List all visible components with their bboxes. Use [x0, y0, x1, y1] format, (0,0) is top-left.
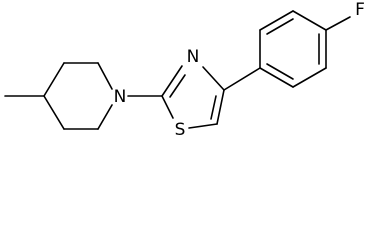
bond-ph-5 [292, 67, 327, 88]
phenyl-ring [259, 10, 327, 88]
piperidine-nitrogen-label: N [114, 87, 127, 107]
bond-s-c2 [161, 95, 174, 119]
bond-n3-c4 [202, 66, 225, 91]
bond-c6-n [97, 104, 113, 130]
thiazole-ring [161, 65, 225, 129]
bond-c3-c4 [43, 62, 65, 97]
sulfur-label: S [175, 120, 186, 140]
bond-thiazole-phenyl [223, 67, 261, 91]
bond-c4-c5 [43, 95, 65, 130]
bond-c-f [325, 16, 351, 31]
bond-ph-6-inner [266, 63, 294, 80]
bond-c4-c5 [216, 89, 225, 125]
bond-c4-c5-inner [210, 95, 217, 120]
fluorine-label: F [355, 0, 365, 20]
bond-ph-2-inner [266, 18, 294, 35]
piperidine-ring [43, 62, 113, 130]
bond-ph-2 [259, 10, 294, 31]
thiazole-nitrogen-label: N [187, 47, 200, 67]
bond-n-c2 [97, 62, 113, 90]
bond-c5-s [188, 123, 218, 129]
bond-c2-n3 [161, 65, 183, 97]
bond-ph-3 [292, 10, 327, 31]
structure-diagram: F N N S [4, 0, 365, 140]
bond-ph-6 [259, 67, 294, 88]
bond-c2-n3-inner [169, 74, 186, 98]
molecule-drawing: F N N S [4, 0, 365, 140]
